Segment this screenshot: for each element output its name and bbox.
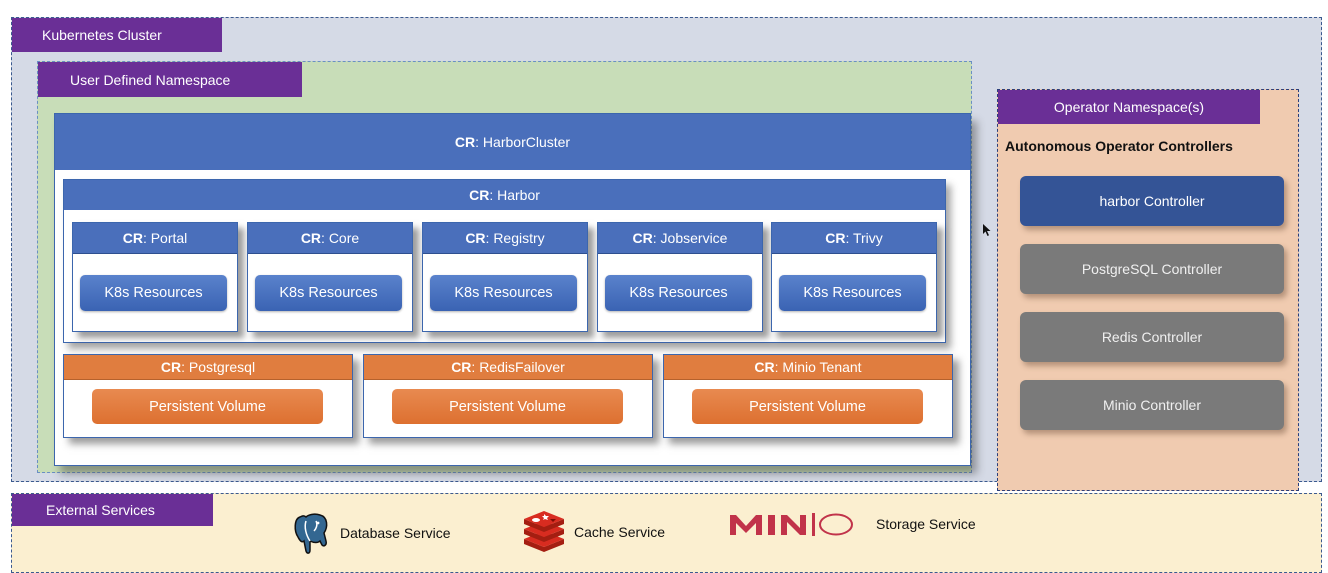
postgresql-elephant-icon	[294, 513, 328, 554]
storage-service: Storage Service	[728, 511, 976, 537]
component-header: CR: Registry	[423, 223, 587, 254]
persistent-volume-button[interactable]: Persistent Volume	[92, 389, 323, 424]
harborcluster-name: : HarborCluster	[475, 134, 571, 150]
operator-namespace: Operator Namespace(s) Autonomous Operato…	[997, 89, 1299, 491]
user-namespace-label: User Defined Namespace	[38, 62, 302, 97]
harborcluster-cr: CR: HarborCluster CR: Harbor CR: Portal …	[54, 113, 971, 466]
store-header: CR: Minio Tenant	[664, 355, 952, 380]
kubernetes-cluster: Kubernetes Cluster User Defined Namespac…	[11, 17, 1322, 491]
operator-namespace-label: Operator Namespace(s)	[998, 90, 1260, 124]
harbor-name: : Harbor	[489, 187, 540, 203]
store-header: CR: RedisFailover	[364, 355, 652, 380]
k8s-resources-button[interactable]: K8s Resources	[80, 275, 227, 311]
cr-prefix: CR	[754, 359, 775, 375]
k8s-resources-button[interactable]: K8s Resources	[605, 275, 752, 311]
harborcluster-header: CR: HarborCluster	[55, 114, 970, 170]
component-name: : Trivy	[845, 230, 883, 246]
storage-service-label: Storage Service	[876, 516, 976, 532]
cr-prefix: CR	[465, 230, 486, 246]
store-minio-tenant: CR: Minio Tenant Persistent Volume	[663, 354, 953, 438]
minio-logo	[730, 513, 853, 536]
component-header: CR: Jobservice	[598, 223, 762, 254]
store-name: : Minio Tenant	[774, 359, 862, 375]
postgresql-controller[interactable]: PostgreSQL Controller	[1020, 244, 1284, 294]
k8s-resources-button[interactable]: K8s Resources	[255, 275, 402, 311]
store-header: CR: Postgresql	[64, 355, 352, 380]
cr-prefix: CR	[160, 359, 182, 375]
kubernetes-cluster-label: Kubernetes Cluster	[12, 18, 222, 52]
harbor-cr: CR: Harbor CR: Portal K8s Resources CR: …	[63, 179, 946, 343]
component-name: : Core	[321, 230, 360, 246]
component-name: : Jobservice	[652, 230, 728, 246]
component-header: CR: Portal	[73, 223, 237, 254]
minio-controller[interactable]: Minio Controller	[1020, 380, 1284, 430]
persistent-volume-button[interactable]: Persistent Volume	[392, 389, 623, 424]
redis-controller[interactable]: Redis Controller	[1020, 312, 1284, 362]
component-header: CR: Core	[248, 223, 412, 254]
cr-prefix: CR	[454, 134, 476, 150]
database-service: Database Service	[292, 511, 451, 555]
cache-service: Cache Service	[522, 511, 665, 553]
component-name: : Registry	[485, 230, 545, 246]
component-registry: CR: Registry K8s Resources	[422, 222, 588, 332]
store-postgresql: CR: Postgresql Persistent Volume	[63, 354, 353, 438]
cr-prefix: CR	[825, 230, 846, 246]
mouse-cursor-icon	[983, 224, 991, 236]
persistent-volume-button[interactable]: Persistent Volume	[692, 389, 923, 424]
store-name: : RedisFailover	[471, 359, 565, 375]
cache-service-label: Cache Service	[574, 524, 666, 540]
cr-prefix: CR	[300, 230, 322, 246]
external-services-label: External Services	[12, 494, 213, 526]
k8s-resources-button[interactable]: K8s Resources	[779, 275, 926, 311]
harbor-header: CR: Harbor	[64, 180, 945, 210]
store-name: : Postgresql	[181, 359, 256, 375]
store-redisfailover: CR: RedisFailover Persistent Volume	[363, 354, 653, 438]
external-services: External Services Database Service Cache…	[11, 493, 1322, 573]
k8s-resources-button[interactable]: K8s Resources	[430, 275, 577, 311]
cr-prefix: CR	[451, 359, 472, 375]
component-jobservice: CR: Jobservice K8s Resources	[597, 222, 763, 332]
database-service-label: Database Service	[340, 525, 451, 541]
redis-icon	[524, 511, 564, 552]
component-trivy: CR: Trivy K8s Resources	[771, 222, 937, 332]
component-core: CR: Core K8s Resources	[247, 222, 413, 332]
operator-controllers-title: Autonomous Operator Controllers	[1005, 138, 1233, 154]
component-header: CR: Trivy	[772, 223, 936, 254]
component-name: : Portal	[142, 230, 188, 246]
component-portal: CR: Portal K8s Resources	[72, 222, 238, 332]
user-defined-namespace: User Defined Namespace CR: HarborCluster…	[37, 61, 972, 473]
cr-prefix: CR	[122, 230, 143, 246]
harbor-controller[interactable]: harbor Controller	[1020, 176, 1284, 226]
cr-prefix: CR	[469, 187, 490, 203]
cr-prefix: CR	[632, 230, 653, 246]
